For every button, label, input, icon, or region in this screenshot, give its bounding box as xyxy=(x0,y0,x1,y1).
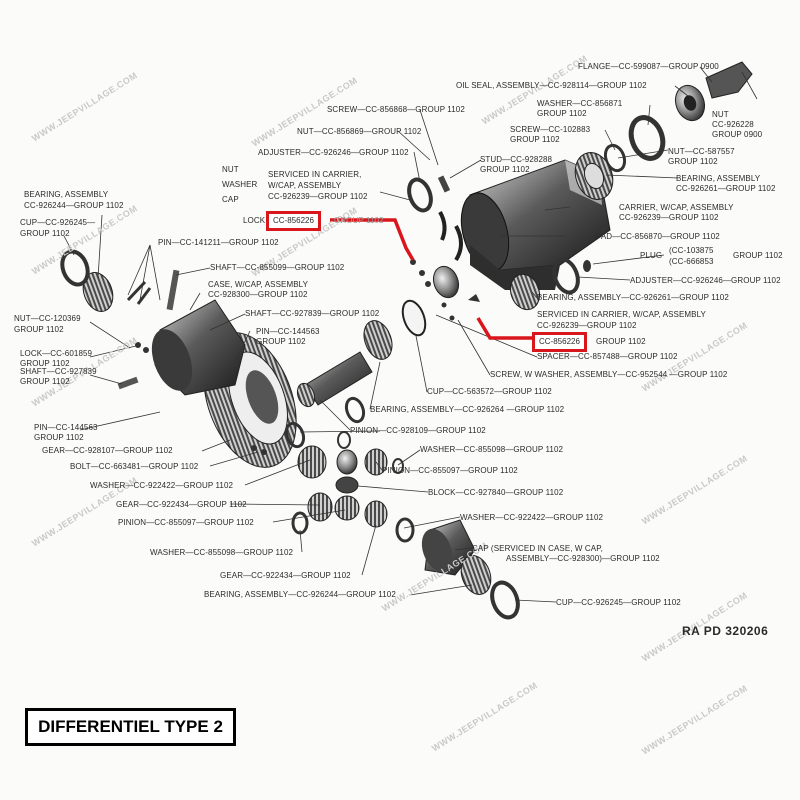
part-label-flange: FLANGE—CC-599087—GROUP 0900 xyxy=(578,62,719,71)
part-label-pinion: PINION—CC-928109—GROUP 1102 xyxy=(350,426,486,435)
part-label-cap-code: ASSEMBLY—CC-928300)—GROUP 1102 xyxy=(506,554,660,563)
part-label-serviced: CC-926239—GROUP 1102 xyxy=(268,192,368,201)
part-label-group: GROUP 1102 xyxy=(668,157,718,166)
part-label-group: GROUP 1102 xyxy=(34,433,84,442)
part-label-group: GROUP 0900 xyxy=(712,130,763,139)
leader-lines xyxy=(63,66,758,603)
part-label-nut: NUT—CC-587557 xyxy=(668,147,735,156)
part-label-cup: CUP—CC-563572—GROUP 1102 xyxy=(427,387,552,396)
part-label-cup: CUP—CC-926245— xyxy=(20,218,96,227)
part-label-group: GROUP 1102 xyxy=(256,337,306,346)
carrier-small-parts xyxy=(407,175,480,321)
highlighted-part-number: CC-856226 xyxy=(266,211,321,231)
part-label-bearing: BEARING, ASSEMBLY xyxy=(24,190,109,199)
part-label-carrier: CARRIER, W/CAP, ASSEMBLY xyxy=(619,203,734,212)
part-label-adjuster: ADJUSTER—CC-926246—GROUP 1102 xyxy=(258,148,409,157)
part-label-bearing: BEARING, ASSEMBLY xyxy=(676,174,761,183)
spider-gears xyxy=(251,421,415,543)
part-label-bearing: BEARING, ASSEMBLY—CC-926244—GROUP 1102 xyxy=(204,590,396,599)
differential-case xyxy=(60,249,246,396)
highlight-connectors xyxy=(330,218,532,340)
part-label-oil-seal: OIL SEAL, ASSEMBLY—CC-928114—GROUP 1102 xyxy=(456,81,647,90)
part-label-nut: NUT xyxy=(222,165,239,174)
part-label-washer: WASHER—CC-922422—GROUP 1102 xyxy=(90,481,234,490)
part-label-bearing-code: CC-926244—GROUP 1102 xyxy=(24,201,124,210)
part-label-nut: NUT xyxy=(712,110,729,119)
part-label-bearing: BEARING, ASSEMBLY—CC-926261—GROUP 1102 xyxy=(537,293,729,302)
part-label-gear: GEAR—CC-928107—GROUP 1102 xyxy=(42,446,173,455)
part-label-pin: PIN—CC-141211—GROUP 1102 xyxy=(158,238,279,247)
part-label-group: GROUP 1102 xyxy=(733,251,783,260)
part-label-pinion: PINION—CC-855097—GROUP 1102 xyxy=(118,518,254,527)
part-label-washer: WASHER—CC-855098—GROUP 1102 xyxy=(150,548,294,557)
part-label-screw: SCREW—CC-856868—GROUP 1102 xyxy=(327,105,465,114)
part-label-serviced: SERVICED IN CARRIER, xyxy=(268,170,362,179)
part-label-group: GROUP 1102 xyxy=(20,359,70,368)
highlighted-part-number: CC-856226 xyxy=(532,332,587,352)
part-label-adjuster: ADJUSTER—CC-926246—GROUP 1102 xyxy=(630,276,781,285)
part-label-lock: LOCK xyxy=(243,216,266,225)
part-label-stud: STUD—CC-928288 xyxy=(480,155,553,164)
part-label-washer: WASHER—CC-856871 xyxy=(537,99,623,108)
pinion-assembly xyxy=(296,299,427,424)
part-label-nut-code: CC-926228 xyxy=(712,120,754,129)
part-label-plug-code: (CC-103875 xyxy=(669,246,714,255)
part-label-serviced-code: CC-926239—GROUP 1102 xyxy=(537,321,637,330)
flange-assembly xyxy=(574,61,753,200)
part-label-screw-washer: SCREW, W WASHER, ASSEMBLY—CC-952544 —GRO… xyxy=(490,370,728,379)
part-label-group: GROUP 1102 xyxy=(537,109,587,118)
part-label-shaft: SHAFT—CC-855099—GROUP 1102 xyxy=(210,263,345,272)
part-label-pin: PIN—CC-144563 xyxy=(34,423,98,432)
part-label-nut: NUT—CC-120369 xyxy=(14,314,81,323)
part-label-block: BLOCK—CC-927840—GROUP 1102 xyxy=(428,488,564,497)
part-label-washer: WASHER—CC-855098—GROUP 1102 xyxy=(420,445,564,454)
part-label-bearing-code: CC-926261—GROUP 1102 xyxy=(676,184,776,193)
part-label-shaft: SHAFT—CC-927839—GROUP 1102 xyxy=(245,309,380,318)
part-label-carrier-code: CC-926239—GROUP 1102 xyxy=(619,213,719,222)
part-label-pad: PAD—CC-856870—GROUP 1102 xyxy=(596,232,720,241)
part-label-nut: NUT—CC-856869—GROUP 1102 xyxy=(297,127,422,136)
part-label-serviced: W/CAP, ASSEMBLY xyxy=(268,181,342,190)
part-label-lock: LOCK—CC-601859 xyxy=(20,349,93,358)
part-label-cap: CAP xyxy=(222,195,239,204)
case-cap-bearings xyxy=(421,519,520,620)
part-label-group: GROUP 1102 xyxy=(14,325,64,334)
part-label-plug: PLUG xyxy=(640,251,663,260)
part-label-group: GROUP 1102 xyxy=(480,165,530,174)
part-label-screw: SCREW—CC-102883 xyxy=(510,125,591,134)
part-label-pin: PIN—CC-144563 xyxy=(256,327,320,336)
part-label-gear: GEAR—CC-922434—GROUP 1102 xyxy=(116,500,247,509)
part-label-washer: WASHER—CC-922422—GROUP 1102 xyxy=(460,513,604,522)
part-label-cup: CUP—CC-926245—GROUP 1102 xyxy=(556,598,681,607)
part-label-group: GROUP 1102 xyxy=(20,229,70,238)
part-label-shaft: SHAFT—CC-927839 xyxy=(20,367,97,376)
figure-code: RA PD 320206 xyxy=(682,624,769,638)
part-label-case: CASE, W/CAP, ASSEMBLY xyxy=(208,280,309,289)
part-label-spacer: SPACER—CC-857488—GROUP 1102 xyxy=(537,352,678,361)
part-label-case-code: CC-928300—GROUP 1102 xyxy=(208,290,308,299)
part-label-gear: GEAR—CC-922434—GROUP 1102 xyxy=(220,571,351,580)
part-label-plug-code: (CC-666853 xyxy=(669,257,714,266)
part-label-group: GROUP 1102 xyxy=(596,337,646,346)
part-label-group: GROUP 1102 xyxy=(334,216,384,225)
part-label-serviced: SERVICED IN CARRIER, W/CAP, ASSEMBLY xyxy=(537,310,706,319)
part-label-group: GROUP 1102 xyxy=(20,377,70,386)
part-label-group: GROUP 1102 xyxy=(510,135,560,144)
part-label-bearing: BEARING, ASSEMBLY—CC-926264 —GROUP 1102 xyxy=(370,405,565,414)
right-bearing xyxy=(509,257,591,311)
part-label-cap: CAP (SERVICED IN CASE, W CAP, xyxy=(472,544,603,553)
part-label-bolt: BOLT—CC-663481—GROUP 1102 xyxy=(70,462,199,471)
diagram-title: DIFFERENTIEL TYPE 2 xyxy=(25,708,236,746)
part-label-pinion: PINION—CC-855097—GROUP 1102 xyxy=(382,466,518,475)
carrier-housing xyxy=(460,159,611,290)
part-label-washer: WASHER xyxy=(222,180,258,189)
